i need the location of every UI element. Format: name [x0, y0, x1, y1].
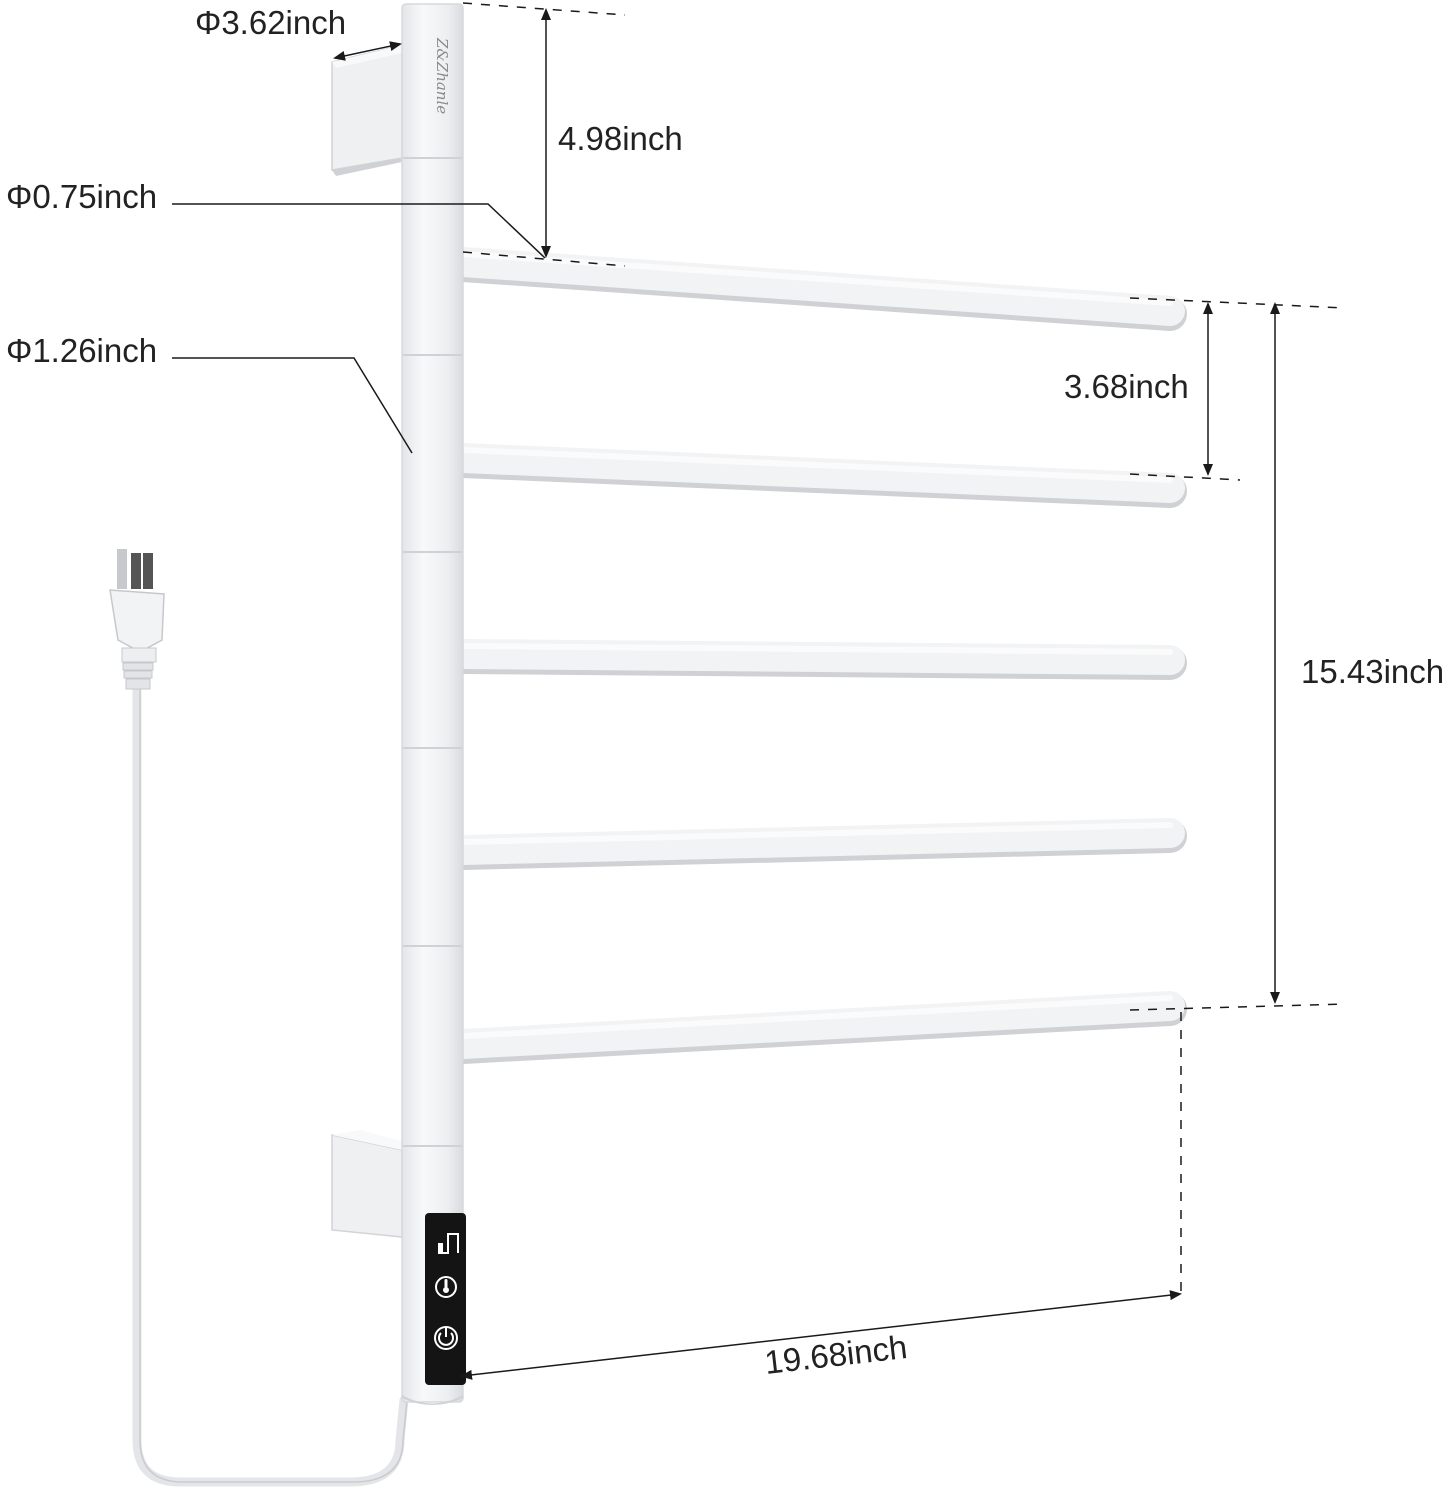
bar-length-label: 19.68inch — [763, 1328, 909, 1381]
towel-bar-highlight — [460, 822, 1173, 845]
mode-icon[interactable] — [438, 1233, 459, 1254]
dimension-lines — [172, 2, 1346, 1380]
towel-bar-highlight — [460, 995, 1173, 1039]
pole-joints — [403, 157, 462, 1147]
towel-bar-highlight — [460, 643, 1173, 655]
towel-bars — [446, 247, 1187, 1064]
bar-spacing-label: 3.68inch — [1064, 368, 1189, 405]
towel-bar-highlight — [460, 447, 1173, 483]
towel-bar — [448, 247, 1185, 326]
pole-diameter-label: Φ1.26inch — [6, 332, 157, 369]
power-icon[interactable] — [434, 1326, 458, 1350]
towel-bar — [448, 639, 1185, 675]
brand-label: Z&Zhanle — [433, 37, 451, 114]
thermometer-icon[interactable] — [435, 1276, 457, 1298]
power-cord — [132, 685, 409, 1487]
top-wall-bracket — [331, 44, 406, 176]
bottom-wall-bracket — [331, 1130, 406, 1238]
towel-bar — [448, 443, 1185, 503]
mount-diameter-label: Φ3.62inch — [195, 4, 346, 41]
top-offset-label: 4.98inch — [558, 120, 683, 157]
towel-bar — [448, 818, 1185, 865]
plug-icon — [109, 549, 165, 690]
bar-diameter-label: Φ0.75inch — [6, 178, 157, 215]
towel-bar — [448, 991, 1185, 1059]
vertical-pole — [401, 3, 464, 1405]
total-span-label: 15.43inch — [1301, 653, 1444, 690]
towel-bar-highlight — [460, 251, 1173, 306]
control-panel — [425, 1213, 466, 1385]
